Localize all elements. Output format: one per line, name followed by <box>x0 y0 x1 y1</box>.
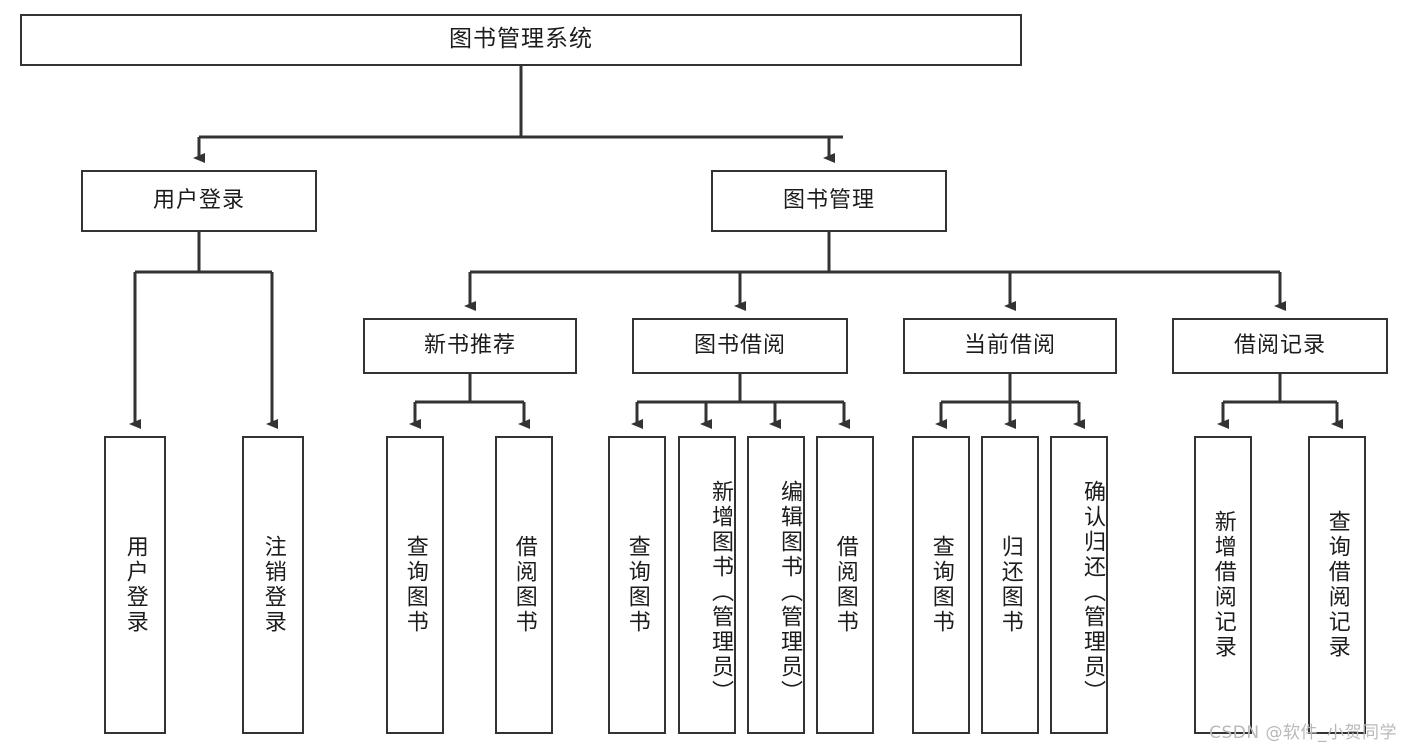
leaf-borrow-query-book[interactable]: 查询图书 <box>608 436 666 734</box>
node-label: 图书管理系统 <box>449 26 593 53</box>
leaf-borrow-edit-book-admin[interactable]: 编辑图书（管理员） <box>747 436 805 734</box>
node-current-borrow[interactable]: 当前借阅 <box>903 318 1117 374</box>
leaf-record-add-borrow-record[interactable]: 新增借阅记录 <box>1194 436 1252 734</box>
node-label: 注销登录 <box>260 535 286 635</box>
leaf-user-login-logout[interactable]: 注销登录 <box>242 436 304 734</box>
leaf-record-query-borrow-record[interactable]: 查询借阅记录 <box>1308 436 1366 734</box>
leaf-recommend-borrow-book[interactable]: 借阅图书 <box>495 436 553 734</box>
node-label: 借阅记录 <box>1233 332 1326 358</box>
leaf-current-confirm-return-admin[interactable]: 确认归还（管理员） <box>1050 436 1108 734</box>
node-label: 查询图书 <box>624 535 650 635</box>
node-book-borrow[interactable]: 图书借阅 <box>632 318 848 374</box>
node-label: 当前借阅 <box>963 332 1056 358</box>
node-new-book-recommend[interactable]: 新书推荐 <box>363 318 577 374</box>
leaf-current-return-book[interactable]: 归还图书 <box>981 436 1039 734</box>
leaf-recommend-query-book[interactable]: 查询图书 <box>386 436 444 734</box>
leaf-user-login-login[interactable]: 用户登录 <box>104 436 166 734</box>
leaf-current-query-book[interactable]: 查询图书 <box>912 436 970 734</box>
node-user-login[interactable]: 用户登录 <box>81 170 317 232</box>
node-label: 确认归还（管理员） <box>1080 479 1105 705</box>
node-label: 借阅图书 <box>511 535 537 635</box>
node-label: 借阅图书 <box>832 535 858 635</box>
node-label: 图书管理 <box>782 187 875 213</box>
node-label: 用户登录 <box>152 187 245 213</box>
node-book-management[interactable]: 图书管理 <box>711 170 947 232</box>
node-label: 查询图书 <box>928 535 954 635</box>
leaf-borrow-borrow-book[interactable]: 借阅图书 <box>816 436 874 734</box>
node-label: 归还图书 <box>997 535 1023 635</box>
node-label: 查询图书 <box>402 535 428 635</box>
node-label: 用户登录 <box>122 535 148 635</box>
node-label: 编辑图书（管理员） <box>777 479 802 705</box>
node-label: 新书推荐 <box>423 332 516 358</box>
node-label: 查询借阅记录 <box>1324 510 1350 660</box>
node-label: 新增图书（管理员） <box>708 479 733 705</box>
leaf-borrow-add-book-admin[interactable]: 新增图书（管理员） <box>678 436 736 734</box>
node-borrow-record[interactable]: 借阅记录 <box>1172 318 1388 374</box>
node-root-system[interactable]: 图书管理系统 <box>20 14 1022 66</box>
node-label: 图书借阅 <box>693 332 786 358</box>
csdn-watermark: CSDN @软件_小贺同学 <box>1209 723 1397 743</box>
node-label: 新增借阅记录 <box>1210 510 1236 660</box>
